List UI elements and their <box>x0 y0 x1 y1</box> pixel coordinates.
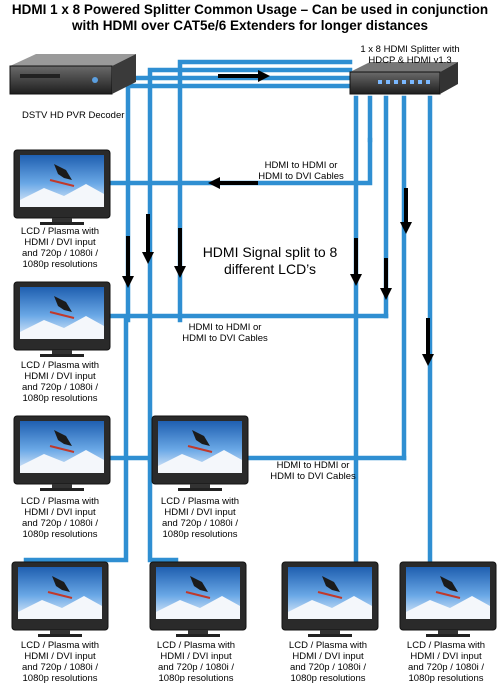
tv-7 <box>281 561 379 637</box>
arrow-down-1 <box>122 236 134 288</box>
center-label-line2: different LCD’s <box>223 261 317 277</box>
arrow-down-6 <box>400 188 412 234</box>
display-caption-4: LCD / Plasma with HDMI / DVI input and 7… <box>152 496 248 540</box>
tv-2 <box>13 281 111 357</box>
cable-label-2-line2: HDMI to DVI Cables <box>182 333 268 344</box>
skier-icon <box>54 430 72 446</box>
display-5-line1: LCD / Plasma with <box>20 640 100 651</box>
display-caption-7: LCD / Plasma with HDMI / DVI input and 7… <box>280 640 376 684</box>
arrow-left-to-tv1 <box>208 177 258 189</box>
title-line2: with HDMI over CAT5e/6 Extenders for lon… <box>71 18 429 33</box>
display-caption-2: LCD / Plasma with HDMI / DVI input and 7… <box>12 360 108 404</box>
display-caption-1: LCD / Plasma with HDMI / DVI input and 7… <box>12 226 108 270</box>
display-caption-3: LCD / Plasma with HDMI / DVI input and 7… <box>12 496 108 540</box>
display-8-line4: 1080p resolutions <box>408 673 484 684</box>
display-5-line2: HDMI / DVI input <box>24 651 96 662</box>
skier-icon <box>192 430 210 446</box>
cable-top-1 <box>177 59 353 323</box>
display-8-line3: and 720p / 1080i / <box>407 662 485 673</box>
tv-8 <box>399 561 497 637</box>
title-line1: HDMI 1 x 8 Powered Splitter Common Usage… <box>11 2 489 17</box>
display-4-line2: HDMI / DVI input <box>164 507 236 518</box>
display-3-line4: 1080p resolutions <box>22 529 98 540</box>
cable-tv1 <box>107 137 373 186</box>
display-7-line4: 1080p resolutions <box>290 673 366 684</box>
display-2-line1: LCD / Plasma with <box>20 360 100 371</box>
display-5-line4: 1080p resolutions <box>22 673 98 684</box>
center-label: HDMI Signal split to 8 different LCD’s <box>190 244 350 278</box>
cable-label-2: HDMI to HDMI or HDMI to DVI Cables <box>170 322 280 344</box>
display-5-line3: and 720p / 1080i / <box>21 662 99 673</box>
tv-1 <box>13 149 111 225</box>
display-6-line4: 1080p resolutions <box>158 673 234 684</box>
skier-icon <box>54 164 72 180</box>
skier-icon <box>322 576 340 592</box>
signal-arrows <box>122 70 434 366</box>
display-caption-5: LCD / Plasma with HDMI / DVI input and 7… <box>12 640 108 684</box>
skier-icon <box>54 296 72 312</box>
decoder-label: DSTV HD PVR Decoder <box>22 110 125 121</box>
cable-label-1: HDMI to HDMI or HDMI to DVI Cables <box>246 160 356 182</box>
page-title: HDMI 1 x 8 Powered Splitter Common Usage… <box>0 2 500 34</box>
splitter-label-line2: HDCP & HDMI v1.3 <box>368 55 452 66</box>
cable-label-1-line2: HDMI to DVI Cables <box>258 171 344 182</box>
display-1-line1: LCD / Plasma with <box>20 226 100 237</box>
arrow-down-3 <box>174 228 186 278</box>
display-3-line2: HDMI / DVI input <box>24 507 96 518</box>
display-7-line3: and 720p / 1080i / <box>289 662 367 673</box>
display-6-line2: HDMI / DVI input <box>160 651 232 662</box>
center-label-line1: HDMI Signal split to 8 <box>202 244 338 260</box>
display-8-line2: HDMI / DVI input <box>410 651 482 662</box>
splitter-label: 1 x 8 HDMI Splitter with HDCP & HDMI v1.… <box>340 44 480 66</box>
arrow-down-4 <box>350 238 362 286</box>
tv-3 <box>13 415 111 491</box>
splitter-label-line1: 1 x 8 HDMI Splitter with <box>360 44 460 55</box>
display-4-line1: LCD / Plasma with <box>160 496 240 507</box>
display-7-line2: HDMI / DVI input <box>292 651 364 662</box>
display-4-line3: and 720p / 1080i / <box>161 518 239 529</box>
cable-top-2 <box>147 67 353 463</box>
tv-5 <box>11 561 109 637</box>
display-1-line2: HDMI / DVI input <box>24 237 96 248</box>
hdmi-splitter <box>349 62 458 95</box>
cable-label-3: HDMI to HDMI or HDMI to DVI Cables <box>258 460 368 482</box>
display-3-line1: LCD / Plasma with <box>20 496 100 507</box>
arrow-down-2 <box>142 214 154 264</box>
cable-label-3-line2: HDMI to DVI Cables <box>270 471 356 482</box>
display-6-line3: and 720p / 1080i / <box>157 662 235 673</box>
cable-label-1-line1: HDMI to HDMI or <box>264 160 338 171</box>
display-6-line1: LCD / Plasma with <box>156 640 236 651</box>
cable-label-2-line1: HDMI to HDMI or <box>188 322 262 333</box>
cable-label-3-line1: HDMI to HDMI or <box>276 460 350 471</box>
display-2-line2: HDMI / DVI input <box>24 371 96 382</box>
display-1-line4: 1080p resolutions <box>22 259 98 270</box>
tv-group <box>11 149 497 637</box>
display-4-line4: 1080p resolutions <box>162 529 238 540</box>
power-led-icon <box>92 77 98 83</box>
arrow-down-5 <box>380 258 392 300</box>
display-2-line3: and 720p / 1080i / <box>21 382 99 393</box>
splitter-leds-icon <box>378 80 430 84</box>
display-7-line1: LCD / Plasma with <box>288 640 368 651</box>
skier-icon <box>52 576 70 592</box>
display-8-line1: LCD / Plasma with <box>406 640 486 651</box>
display-caption-8: LCD / Plasma with HDMI / DVI input and 7… <box>398 640 494 684</box>
arrow-down-7 <box>422 318 434 366</box>
dstv-decoder <box>9 54 136 95</box>
display-caption-6: LCD / Plasma with HDMI / DVI input and 7… <box>148 640 244 684</box>
display-2-line4: 1080p resolutions <box>22 393 98 404</box>
display-3-line3: and 720p / 1080i / <box>21 518 99 529</box>
arrow-right-to-splitter <box>218 70 270 82</box>
cable-top-3 <box>125 83 353 323</box>
skier-icon <box>440 576 458 592</box>
display-1-line3: and 720p / 1080i / <box>21 248 99 259</box>
skier-icon <box>190 576 208 592</box>
tv-6 <box>149 561 247 637</box>
tv-4 <box>151 415 249 491</box>
